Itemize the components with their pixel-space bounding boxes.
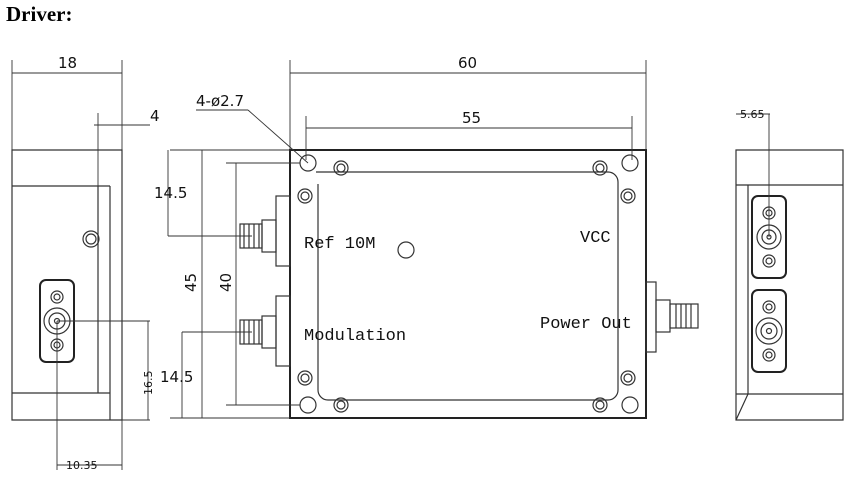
end-view: 5.65 <box>735 108 844 421</box>
dim-14-5-lower: 14.5 <box>160 368 193 386</box>
label-ref-10m: Ref 10M <box>304 235 375 254</box>
corner-hole-icon <box>621 396 639 414</box>
dim-4: 4 <box>150 107 160 125</box>
connector-icon <box>751 289 787 373</box>
dim-10-35: 10.35 <box>66 459 98 472</box>
dim-60: 60 <box>458 54 477 72</box>
corner-hole-icon <box>621 154 639 172</box>
dim-16-5: 16.5 <box>142 371 155 396</box>
screw-icon <box>297 160 636 413</box>
sma-connector-icon <box>645 281 699 353</box>
top-view: Ref 10M VCC Modulation Power Out 60 55 4… <box>154 54 699 419</box>
hole-callout: 4-ø2.7 <box>196 92 244 110</box>
drawing-title: Driver: <box>6 2 73 26</box>
side-view: 18 4 16.5 10.35 <box>11 54 160 472</box>
corner-hole-icon <box>299 396 317 414</box>
sma-connector-icon <box>239 295 291 367</box>
label-modulation: Modulation <box>304 327 406 346</box>
dim-40: 40 <box>217 273 235 292</box>
dim-55: 55 <box>462 109 481 127</box>
label-vcc: VCC <box>580 229 611 248</box>
dim-18: 18 <box>58 54 77 72</box>
indicator-icon <box>397 241 415 259</box>
label-power-out: Power Out <box>540 315 632 334</box>
dim-14-5-upper: 14.5 <box>154 184 187 202</box>
mount-hole-icon <box>82 230 100 248</box>
dim-5-65: 5.65 <box>740 108 765 121</box>
dim-45: 45 <box>182 273 200 292</box>
sma-connector-icon <box>239 195 291 267</box>
